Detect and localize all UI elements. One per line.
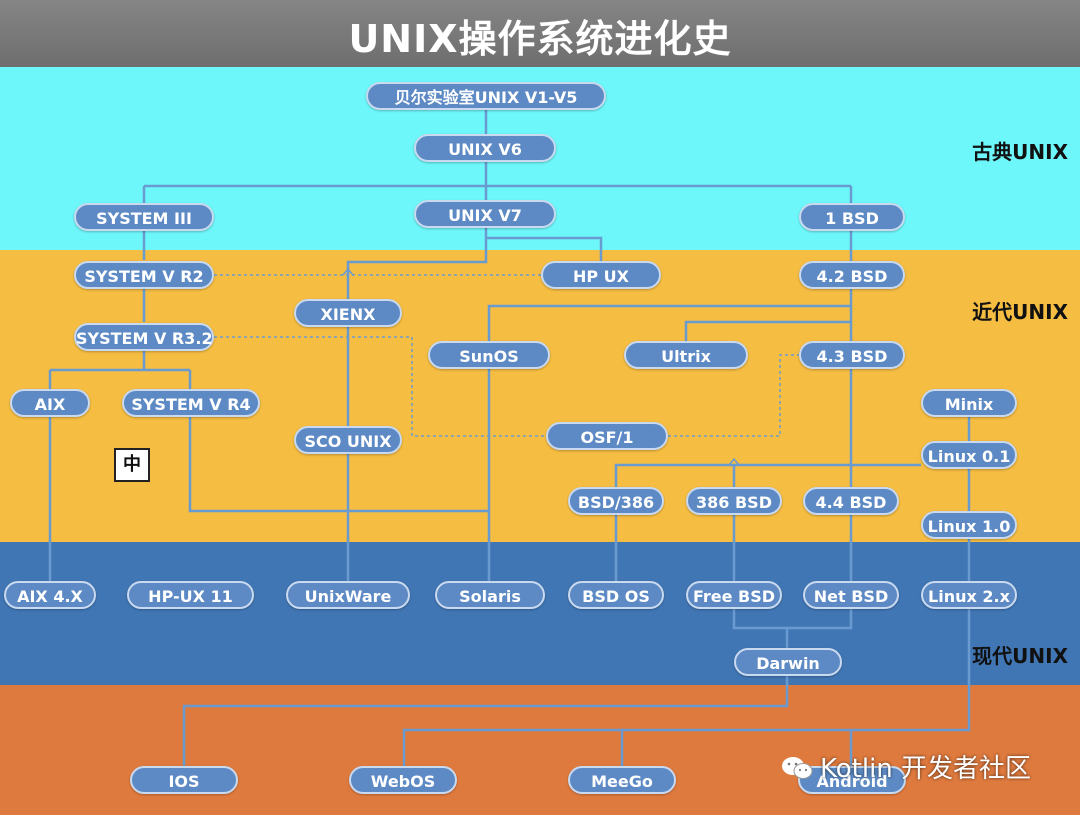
diagram-title: UNIX操作系统进化史 [348,17,732,61]
node-sunos: SunOS [428,341,550,369]
node-darwin: Darwin [734,648,842,676]
node-4-3-bsd: 4.3 BSD [799,341,905,369]
era-label-classic: 古典UNIX [972,140,1068,164]
marker-box: 中 [114,448,150,482]
node-linux-0-1: Linux 0.1 [921,441,1017,469]
node-4-4-bsd: 4.4 BSD [803,487,899,515]
node-system-v-r3-2: SYSTEM V R3.2 [74,323,214,351]
era-label-current: 现代UNIX [972,644,1068,668]
node-system-iii: SYSTEM III [74,203,214,231]
node-unixware: UnixWare [286,581,410,609]
node-unix-v6: UNIX V6 [414,134,556,162]
era-label-modern: 近代UNIX [972,300,1068,324]
node-net-bsd: Net BSD [803,581,899,609]
node-hp-ux-11: HP-UX 11 [127,581,254,609]
node-bell-labs: 贝尔实验室UNIX V1-V5 [366,82,606,110]
node-sco-unix: SCO UNIX [294,426,402,454]
node-solaris: Solaris [435,581,545,609]
node-osf-1: OSF/1 [546,422,668,450]
node-linux-1-0: Linux 1.0 [921,511,1017,539]
node-minix: Minix [921,389,1017,417]
node-bsd-os: BSD OS [568,581,664,609]
node-1bsd: 1 BSD [799,203,905,231]
node-hp-ux: HP UX [541,261,661,289]
node-4-2-bsd: 4.2 BSD [799,261,905,289]
watermark-text: Kotlin 开发者社区 [820,754,1032,784]
node-android: Android [798,766,906,794]
node-unix-v7: UNIX V7 [414,200,556,228]
node-ultrix: Ultrix [624,341,748,369]
node-aix: AIX [10,389,90,417]
node-xienx: XIENX [294,299,402,327]
node-bsd-386: BSD/386 [568,487,664,515]
node-386-bsd: 386 BSD [686,487,782,515]
node-linux-2x: Linux 2.x [921,581,1017,609]
node-webos: WebOS [349,766,457,794]
node-system-v-r4: SYSTEM V R4 [122,389,260,417]
node-meego: MeeGo [568,766,676,794]
band-current-unix [0,542,1080,685]
node-ios: IOS [130,766,238,794]
node-free-bsd: Free BSD [686,581,782,609]
title-bar [0,0,1080,67]
node-aix-4x: AIX 4.X [4,581,96,609]
node-system-v-r2: SYSTEM V R2 [74,261,214,289]
watermark: Kotlin 开发者社区 [780,748,1031,785]
chat-bubbles-icon [782,757,813,779]
